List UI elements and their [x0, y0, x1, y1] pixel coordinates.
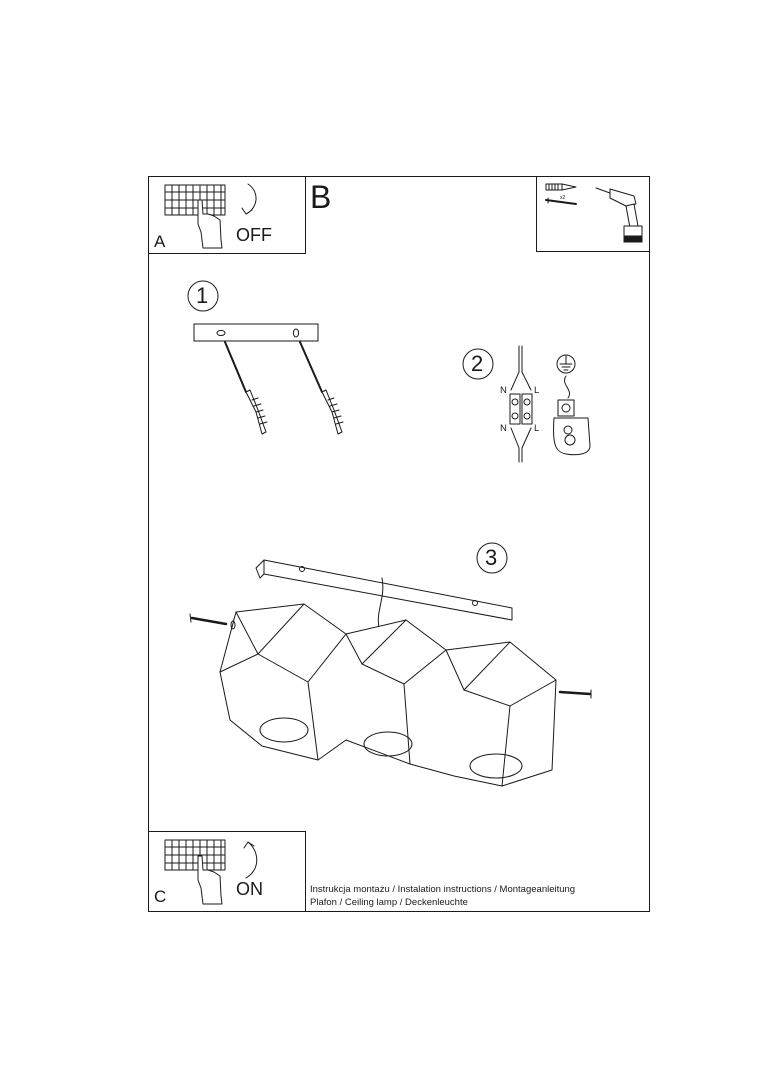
live-label-bottom: L: [534, 423, 540, 434]
screw-left-icon: [189, 613, 228, 626]
screw-and-dowel-icon: [299, 341, 344, 435]
screw-right-icon: [558, 689, 592, 699]
screw-icon: [545, 197, 577, 205]
arrow-down-icon: [241, 183, 257, 215]
caption-line-2: Plafon / Ceiling lamp / Deckenleuchte: [310, 896, 468, 908]
power-off-label: OFF: [236, 225, 272, 245]
ceiling-lamp-illustration: [219, 559, 557, 787]
breaker-box-icon: [164, 184, 226, 216]
panel-a-label: A: [154, 232, 166, 251]
hand-icon: [197, 199, 223, 249]
neutral-label-top: N: [500, 385, 507, 396]
panel-c-label: C: [154, 887, 167, 906]
step-2-circle: [462, 348, 494, 380]
wire-connector-icon: [509, 345, 533, 463]
step-3-circle: [476, 542, 508, 574]
neutral-label-bottom: N: [500, 423, 507, 434]
step-2-number: 2: [471, 351, 484, 376]
instruction-sheet-frame: [148, 176, 650, 912]
caption-line-1: Instrukcja montażu / Instalation instruc…: [310, 884, 576, 895]
dowel-count-label: x2: [560, 195, 566, 201]
drill-icon: [595, 187, 643, 243]
arrow-up-icon: [243, 841, 258, 879]
hand-icon: [197, 855, 223, 905]
power-on-label: ON: [236, 879, 263, 899]
live-label-top: L: [534, 385, 540, 396]
wall-plug-icon: [545, 183, 577, 191]
panel-c-power-on: [148, 831, 306, 912]
panel-b-label: B: [310, 179, 332, 215]
ground-terminal-icon: [553, 375, 591, 456]
mounting-bracket-icon: [193, 323, 319, 342]
step-1-number: 1: [196, 283, 209, 308]
instructions-caption: Instrukcja montażu / Instalation instruc…: [310, 884, 575, 909]
breaker-box-icon: [164, 839, 226, 871]
tools-panel: [536, 176, 650, 252]
panel-a-power-off: [148, 176, 306, 254]
ground-symbol-icon: [556, 354, 576, 374]
step-1-circle: [187, 280, 219, 312]
step-3-number: 3: [485, 545, 498, 570]
screw-and-dowel-icon: [224, 341, 268, 435]
